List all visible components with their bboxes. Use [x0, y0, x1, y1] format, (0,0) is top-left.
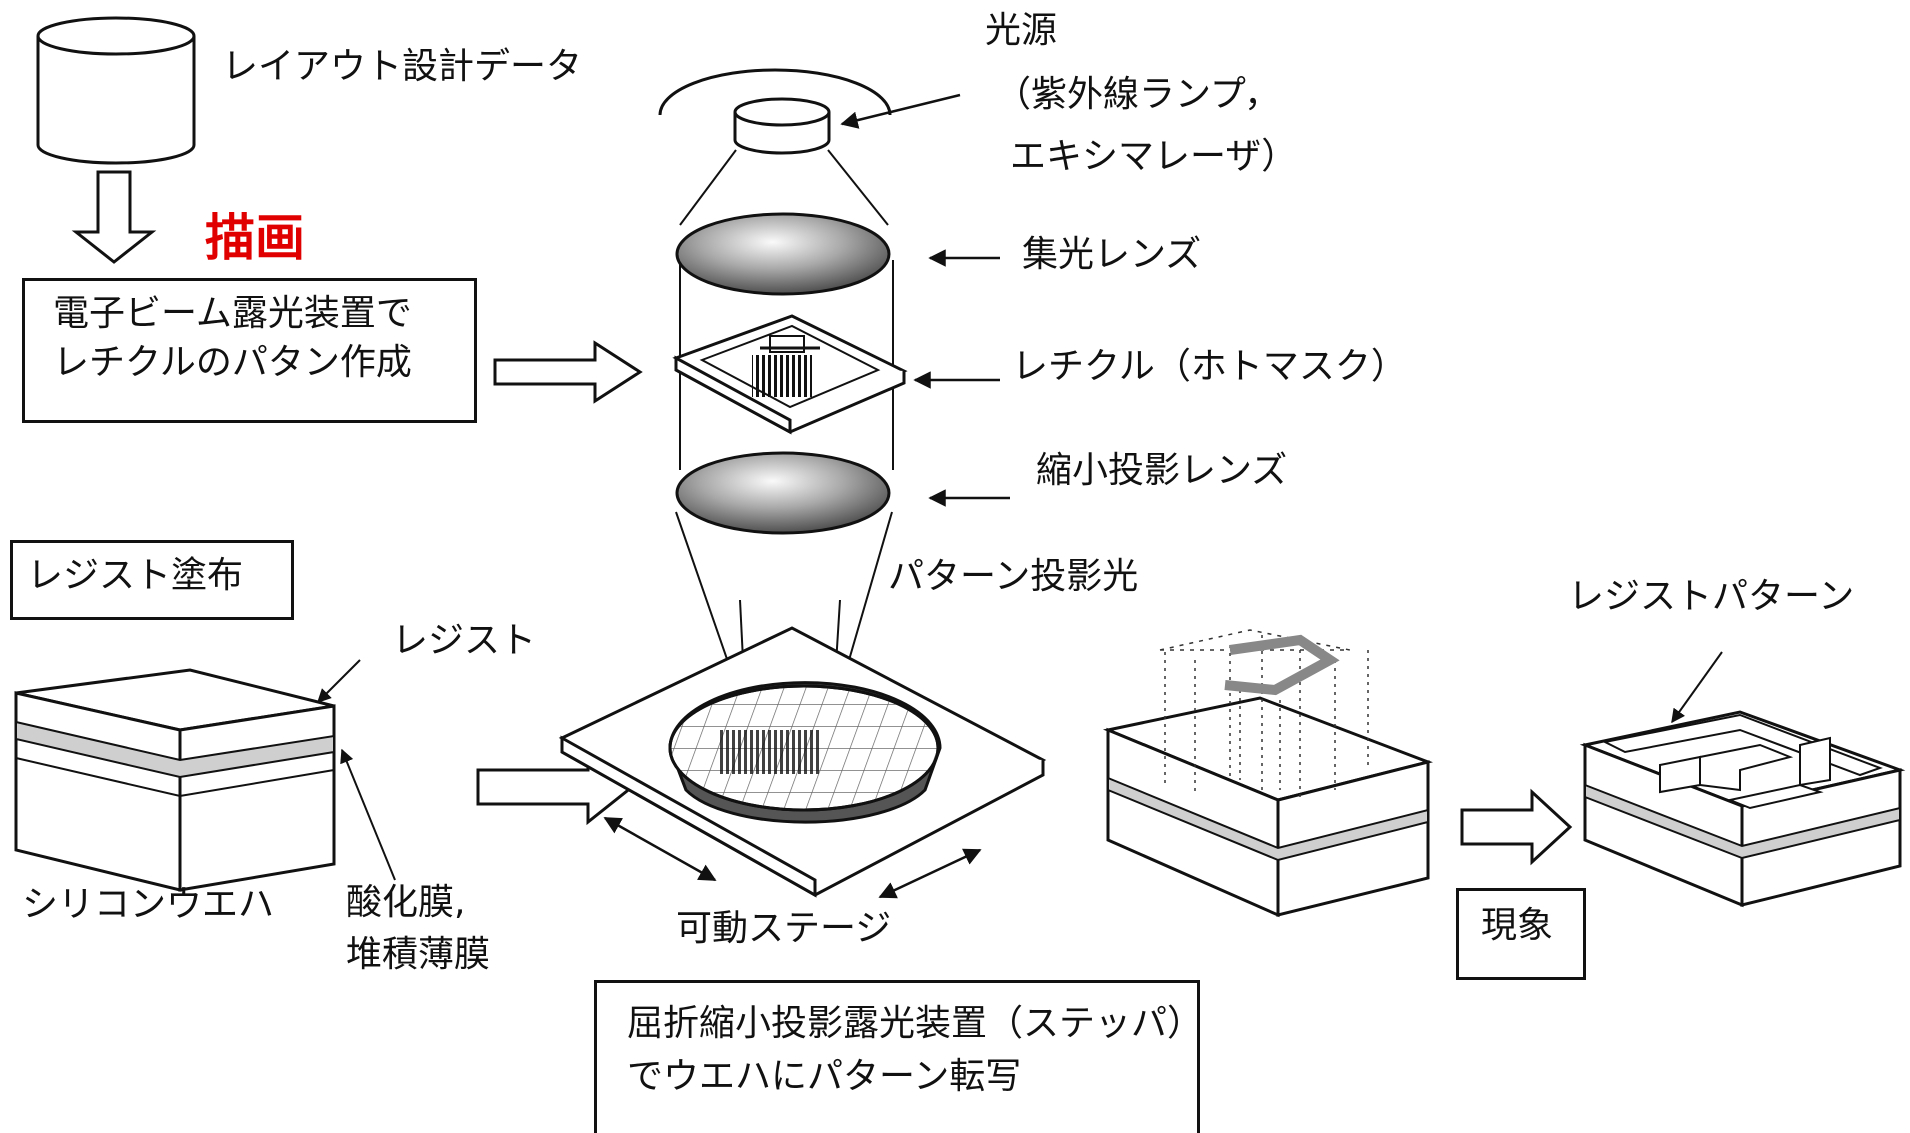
pointer-oxide	[340, 748, 396, 881]
pointer-light-source	[840, 93, 961, 129]
resist-pattern-label: レジストパターン	[1568, 576, 1855, 617]
reduction-lens-icon	[675, 451, 891, 535]
ebeam-line-1: 電子ビーム露光装置で	[53, 293, 412, 334]
ebeam-process-box: 電子ビーム露光装置で レチクルのパタン作成	[22, 278, 477, 423]
layout-data-label: レイアウト設計データ	[222, 46, 583, 87]
pointer-resist	[317, 659, 361, 703]
development-label: 現象	[1481, 905, 1554, 946]
silicon-wafer-block	[14, 668, 336, 892]
oxide-label-1: 酸化膜,	[346, 882, 466, 923]
exposure-rays	[1159, 629, 1369, 800]
condenser-lens-label: 集光レンズ	[1022, 234, 1202, 275]
pattern-shape-top	[1224, 634, 1340, 696]
stage-arrow-left	[603, 816, 717, 882]
stage-arrow-right	[878, 848, 982, 899]
movable-stage-icon	[558, 626, 1047, 898]
silicon-wafer-label: シリコンウエハ	[22, 884, 275, 925]
ebeam-line-2: レチクルのパタン作成	[53, 342, 412, 384]
pointer-resist-pattern	[1671, 651, 1723, 724]
reticle-plate-icon	[672, 314, 908, 435]
development-box: 現象	[1456, 888, 1586, 980]
reticle-label: レチクル（ホトマスク）	[1012, 346, 1407, 387]
stepper-description-box: 屈折縮小投影露光装置（ステッパ） でウエハにパターン転写	[594, 980, 1204, 1133]
down-hollow-arrow	[71, 170, 157, 264]
oxide-label-2: 堆積薄膜	[346, 934, 491, 975]
right-hollow-arrow-develop	[1460, 788, 1573, 866]
light-source-label-1: 光源	[985, 10, 1058, 51]
condenser-lens-icon	[675, 212, 891, 296]
light-source-icon	[658, 68, 892, 155]
resist-coating-box: レジスト塗布	[10, 540, 294, 620]
reduction-lens-label: 縮小投影レンズ	[1036, 450, 1288, 491]
stepper-line-2: でウエハにパターン転写	[627, 1056, 1022, 1098]
exposed-wafer-block	[1102, 696, 1433, 918]
resist-coating-label: レジスト塗布	[27, 555, 244, 596]
movable-stage-label: 可動ステージ	[676, 908, 892, 949]
right-hollow-arrow-reticle	[493, 340, 643, 404]
pattern-light-label: パターン投影光	[888, 556, 1139, 597]
database-cylinder-icon	[36, 16, 196, 165]
light-source-label-2: （紫外線ランプ，	[995, 74, 1281, 115]
stepper-line-1: 屈折縮小投影露光装置（ステッパ）	[627, 1003, 1204, 1044]
light-source-label-3: エキシマレーザ）	[1010, 136, 1298, 177]
resist-label: レジスト	[392, 620, 537, 661]
drawing-annotation: 描画	[205, 209, 305, 267]
resist-pattern-block	[1579, 710, 1906, 908]
